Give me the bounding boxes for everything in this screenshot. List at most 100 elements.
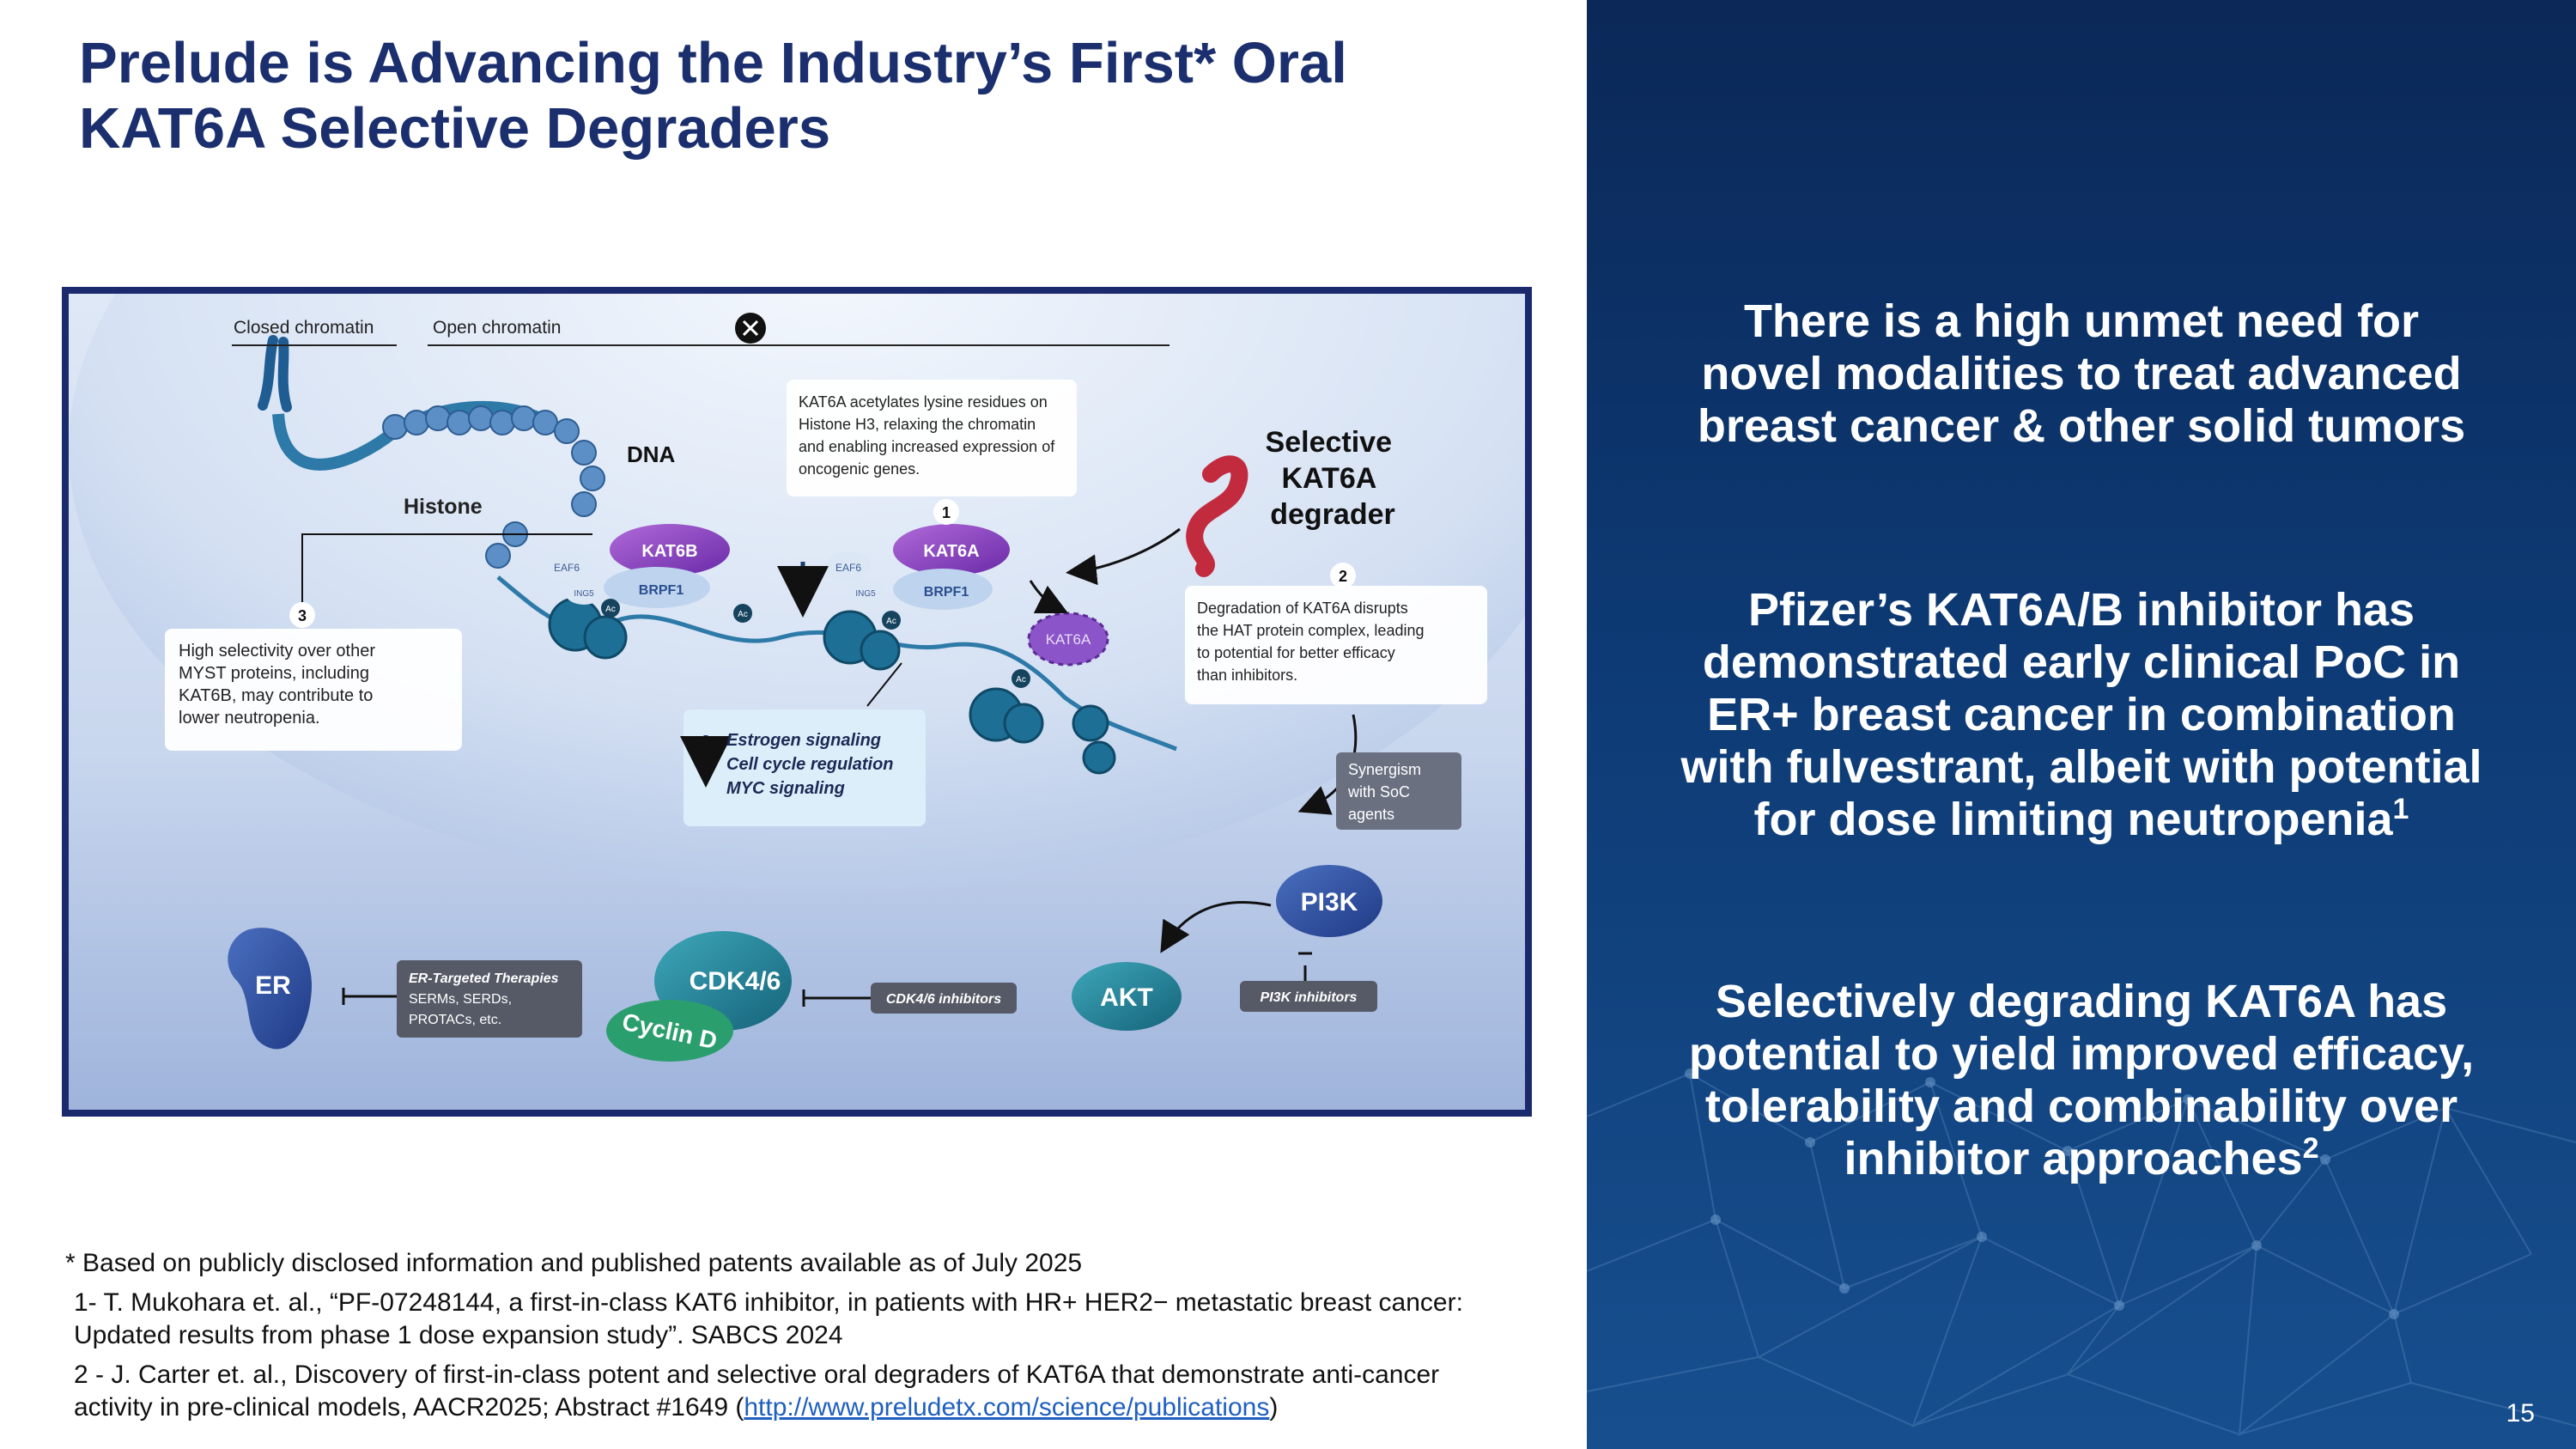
callout-3-line-4: lower neutropenia.	[179, 709, 320, 728]
claim-2-line-3: ER+ breast cancer in combination	[1707, 689, 2456, 740]
footnote-asterisk: * Based on publicly disclosed informatio…	[65, 1249, 1083, 1277]
callout-3-line-1: High selectivity over other	[179, 642, 375, 661]
pi3k-akt-arrow	[1160, 901, 1272, 953]
akt-node: AKT	[1072, 962, 1182, 1031]
callout-1-line-2: Histone H3, relaxing the chromatin	[799, 416, 1036, 433]
callout-2-line-1: Degradation of KAT6A disrupts	[1197, 600, 1408, 617]
svg-text:ER-Targeted Therapies: ER-Targeted Therapies SERMs, SERDs, PROT…	[409, 971, 562, 1027]
open-chromatin-label: Open chromatin	[433, 318, 561, 338]
ac-badge-2: Ac	[738, 610, 748, 619]
cyclin-d-node: Cyclin D	[606, 1000, 733, 1062]
eaf6-label-1: EAF6	[554, 562, 580, 574]
kat6b-complex: KAT6B BRPF1 EAF6 ING5	[544, 524, 730, 608]
akt-label: AKT	[1100, 983, 1153, 1012]
signaling-line-1: Estrogen signaling	[726, 731, 881, 750]
synergism-line-2: with SoC	[1347, 783, 1410, 801]
claim-3-line-1: Selectively degrading KAT6A has	[1715, 976, 2448, 1027]
callout-1-line-1: KAT6A acetylates lysine residues on	[799, 393, 1048, 411]
claim-3-line-2: potential to yield improved efficacy,	[1688, 1028, 2475, 1080]
claim-2-footnote-ref: 1	[2392, 793, 2409, 825]
svg-text:Degradation of KAT6A disrupts: Degradation of KAT6A disrupts the HAT pr…	[1197, 600, 1429, 684]
degrader-arrow	[1066, 527, 1181, 586]
pi3k-label: PI3K	[1301, 888, 1358, 916]
er-therapies-line-3: PROTACs, etc.	[409, 1013, 501, 1027]
callout-2: 2 Degradation of KAT6A disrupts the HAT …	[1185, 563, 1487, 704]
ac-badge-4: Ac	[1016, 675, 1026, 685]
pi3k-inhibitors-label: PI3K inhibitors	[1261, 990, 1358, 1005]
er-therapies-box: ER-Targeted Therapies SERMs, SERDs, PROT…	[397, 960, 582, 1038]
acetyl-badges: Ac Ac Ac Ac	[601, 599, 1030, 688]
degrader-title-line-3: degrader	[1270, 498, 1395, 531]
claim-2-line-1: Pfizer’s KAT6A/B inhibitor has	[1747, 584, 2415, 636]
footnote-ref-2-text: 2 - J. Carter et. al., Discovery of firs…	[74, 1361, 1440, 1422]
brpf1-label-1: BRPF1	[639, 583, 684, 598]
signaling-box: Estrogen signaling Cell cycle regulation…	[680, 709, 926, 826]
claim-2-line-4: with fulvestrant, albeit with potential	[1680, 741, 2482, 793]
claim-degrader-advantage: Selectively degrading KAT6A has potentia…	[1621, 976, 2542, 1185]
svg-text:Synergism with SoC: Synergism with SoC agents	[1347, 761, 1425, 823]
claim-2-line-5: for dose limiting neutropenia	[1753, 794, 2393, 845]
callout-1: KAT6A acetylates lysine residues on Hist…	[787, 380, 1077, 525]
eaf6-label-2: EAF6	[835, 562, 861, 574]
publications-link[interactable]: http://www.preludetx.com/science/publica…	[744, 1393, 1270, 1422]
footnote-ref-2: 2 - J. Carter et. al., Discovery of firs…	[65, 1359, 1525, 1424]
callout-3: 3 High selectivity over other MYST prote…	[165, 533, 592, 751]
slide-title: Prelude is Advancing the Industry’s Firs…	[79, 31, 1539, 161]
closed-chromatin-label: Closed chromatin	[234, 318, 374, 338]
claim-3-footnote-ref: 2	[2302, 1132, 2319, 1165]
svg-text:High selectivity over other: High selectivity over other MYST protein…	[179, 642, 380, 728]
callout-3-line-3: KAT6B, may contribute to	[179, 686, 373, 705]
step-2-badge: 2	[1339, 568, 1347, 585]
synergism-line-1: Synergism	[1348, 761, 1421, 778]
claim-3-line-4: inhibitor approaches	[1844, 1133, 2303, 1184]
claim-3-line-4-wrap: inhibitor approaches2	[1621, 1133, 2542, 1185]
step-3-badge: 3	[298, 607, 307, 624]
chromosome-icon	[258, 335, 292, 412]
signaling-line-3: MYC signaling	[726, 779, 845, 798]
degraded-kat6a: KAT6A	[1027, 612, 1109, 667]
degrader-molecule-icon	[1186, 455, 1249, 577]
kat6a-complex: KAT6A BRPF1 EAF6 ING5	[826, 524, 1010, 610]
pi3k-node: PI3K	[1276, 865, 1382, 937]
callout-1-line-3: and enabling increased expression of	[799, 438, 1055, 455]
er-therapies-line-2: SERMs, SERDs,	[409, 992, 512, 1007]
footnote-ref-1: 1- T. Mukohara et. al., “PF-07248144, a …	[74, 1288, 1463, 1349]
page-number: 15	[2506, 1399, 2535, 1428]
degraded-kat6a-label: KAT6A	[1046, 631, 1091, 648]
dna-label: DNA	[627, 441, 676, 467]
cdk-inhibitors-label: CDK4/6 inhibitors	[886, 992, 1001, 1007]
mechanism-diagram: Closed chromatin Open chromatin DNA Hist…	[69, 294, 1525, 1062]
mechanism-figure: Closed chromatin Open chromatin DNA Hist…	[62, 287, 1532, 1117]
title-line-2: KAT6A Selective Degraders	[79, 96, 831, 161]
step-1-badge: 1	[942, 504, 951, 521]
claim-1-line-3: breast cancer & other solid tumors	[1697, 400, 2466, 452]
synergism-box: Synergism with SoC agents	[1336, 752, 1461, 830]
brpf1-label-2: BRPF1	[924, 585, 969, 600]
cdk-inhibitors-box: CDK4/6 inhibitors	[871, 983, 1017, 1014]
nucleosomes	[548, 597, 1116, 775]
ing5-label-1: ING5	[574, 589, 594, 599]
network-background	[1587, 1068, 2576, 1437]
er-label: ER	[255, 971, 291, 1000]
callout-3-line-2: MYST proteins, including	[179, 664, 369, 683]
callout-2-line-3: to potential for better efficacy	[1197, 644, 1395, 661]
claim-3-line-3: tolerability and combinability over	[1704, 1081, 2458, 1132]
histone-label: Histone	[404, 495, 483, 519]
synergism-line-3: agents	[1348, 806, 1394, 823]
ac-badge-3: Ac	[886, 617, 896, 626]
degrader-title-line-1: Selective	[1266, 426, 1392, 459]
blocked-icon	[735, 313, 766, 344]
signaling-line-2: Cell cycle regulation	[726, 755, 894, 774]
kat6b-label: KAT6B	[641, 542, 697, 561]
ac-badge-1: Ac	[605, 605, 616, 614]
ing5-label-2: ING5	[855, 589, 876, 599]
callout-2-line-2: the HAT protein complex, leading	[1197, 622, 1424, 639]
degrade-arrow	[1029, 580, 1069, 614]
claim-2-line-5-wrap: for dose limiting neutropenia1	[1621, 794, 2542, 846]
key-points-panel: There is a high unmet need for novel mod…	[1587, 0, 2576, 1449]
claim-pfizer-poc: Pfizer’s KAT6A/B inhibitor has demonstra…	[1621, 584, 2542, 846]
closed-chromatin-beads	[382, 405, 605, 569]
title-line-1: Prelude is Advancing the Industry’s Firs…	[79, 31, 1347, 95]
degrader-title: Selective KAT6A degrader	[1266, 426, 1400, 531]
kat6a-label: KAT6A	[923, 542, 979, 561]
